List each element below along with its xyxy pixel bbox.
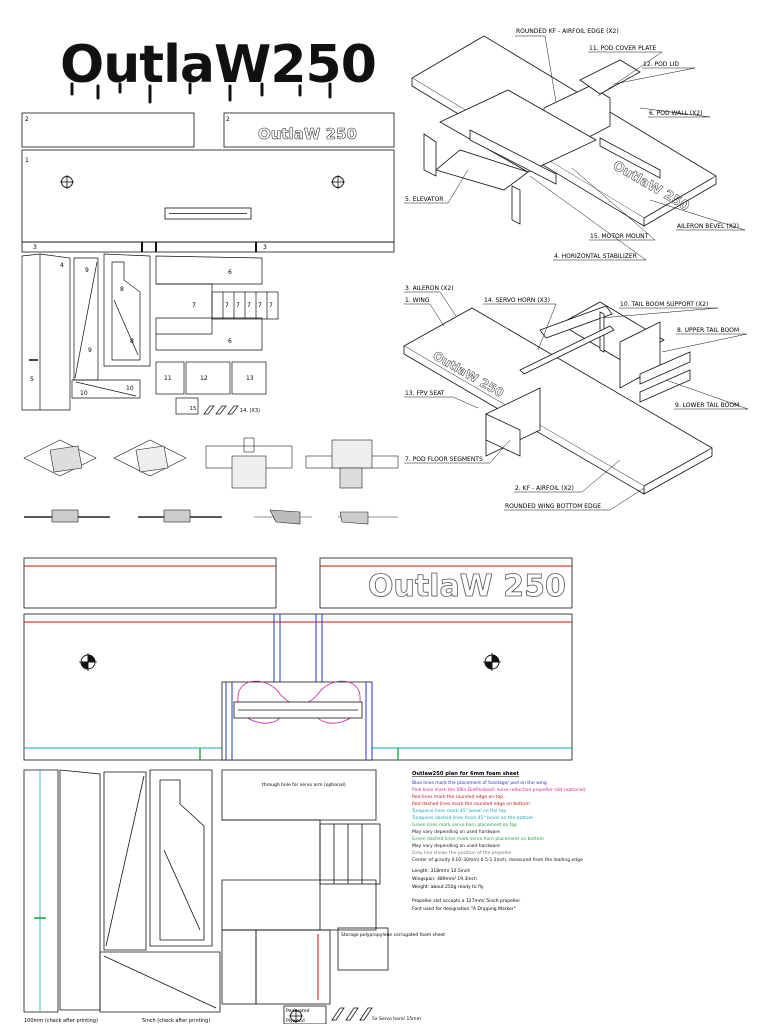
notes-line: Green dashed lines mark servo horn place…: [412, 836, 544, 842]
label-servo-horns: 5x Servo horn/ 15mm: [372, 1016, 421, 1022]
part-label-13: 13: [246, 375, 254, 382]
callout-fpv-seat: 13. FPV SEAT: [405, 390, 445, 397]
iso-view-top: [411, 35, 717, 227]
callout-motor-mount: 15. MOTOR MOUNT: [590, 233, 649, 240]
callout-kf-airfoil: 2. KF - AIRFOIL (X2): [515, 485, 574, 492]
logo-text: OutlaW250: [60, 35, 376, 95]
part-label-2a: 2: [25, 116, 29, 123]
notes-line: Grey line shows the position of the prop…: [412, 850, 512, 856]
part-label-9b: 9: [88, 347, 92, 354]
small-parts-block: [21, 253, 279, 415]
callout-aileron-bevel: AILERON BEVEL (X2): [677, 223, 739, 230]
part-label-7a: 7: [225, 302, 229, 309]
part-label-10a: 10: [80, 390, 88, 397]
fullsize-wing: [23, 613, 573, 761]
callout-pod-lid: 12. POD LID: [643, 61, 679, 68]
part-label-11: 11: [164, 375, 172, 382]
label-servo-hole: through hole for servo arm (optional): [262, 782, 346, 788]
callout-tail-boom-support: 10. TAIL BOOM SUPPORT (X2): [620, 301, 708, 308]
callout-pod-wall: 6. POD WALL (X2): [649, 110, 702, 117]
part-label-3a: 3: [33, 244, 37, 251]
part-label-7c: 7: [247, 302, 251, 309]
part-label-6b: 6: [228, 338, 232, 345]
servo-horns-small: [203, 405, 239, 415]
top-cut-sheet: [21, 112, 395, 253]
plan-notes: Outlaw250 plan for 6mm foam sheet Blue l…: [411, 771, 586, 912]
label-correx: Storage polypropylene corrugated foam sh…: [341, 932, 445, 938]
callout-servo-horn: 14. SERVO HORN (X3): [484, 297, 550, 304]
callout-horizontal-stabilizer: 4. HORIZONTAL STABILIZER: [554, 253, 637, 260]
part-label-6a: 6: [228, 269, 232, 276]
part-label-9a: 9: [85, 267, 89, 274]
callout-lines-bottom: [404, 291, 749, 511]
part-label-2b: 2: [226, 116, 230, 123]
notes-line: Pink lines mark the 59in Dietfenbach noi…: [412, 787, 586, 793]
part-label-7d: 7: [258, 302, 262, 309]
callout-elevator: 5. ELEVATOR: [405, 196, 443, 203]
spec-wingspan: Wingspan: 489mm/ 19.3inch: [412, 876, 477, 882]
notes-line: Center of gravity 0.02-30mm/ 0.5-1.2inch…: [412, 857, 583, 863]
notes-heading: Outlaw250 plan for 6mm foam sheet: [412, 771, 520, 777]
spec-weight: Weight: about 250g ready to fly: [412, 884, 484, 890]
callout-rounded-wing-edge: ROUNDED WING BOTTOM EDGE: [505, 503, 601, 510]
part-label-5: 5: [30, 376, 34, 383]
scale-inch: 5inch (check after printing): [142, 1018, 210, 1024]
part-label-14: 14. (X3): [240, 408, 260, 414]
part-label-1: 1: [25, 157, 29, 164]
part-label-8b: 8: [130, 338, 134, 345]
part-label-7: 7: [192, 302, 196, 309]
callout-lower-tail-boom: 9. LOWER TAIL BOOM: [675, 402, 739, 409]
part-label-3b: 3: [263, 244, 267, 251]
iso-view-bottom: [403, 301, 713, 495]
logo-plate-large: OutlaW 250: [368, 569, 566, 604]
part-label-4: 4: [60, 262, 64, 269]
callout-upper-tail-boom: 8. UPPER TAIL BOOM: [677, 327, 739, 334]
notes-line: May vary depending on used hardware: [412, 843, 500, 849]
callout-rounded-kf: ROUNDED KF - AIRFOIL EDGE (X2): [516, 28, 619, 35]
assembly-sketches: [23, 437, 399, 525]
notes-line: Turquoise dashed lines mark 45° bevel on…: [411, 815, 533, 821]
part-label-15: 15: [190, 406, 196, 412]
notes-line: Green lines mark servo horn placement on…: [412, 822, 517, 828]
notes-line: Blue lines mark the placement of fuselag…: [412, 780, 547, 786]
part-label-7b: 7: [236, 302, 240, 309]
spec-length: Length: 318mm/ 12.5inch: [412, 868, 470, 874]
fullsize-top-panels: [23, 557, 573, 609]
callout-pod-floor-segments: 7. POD FLOOR SEGMENTS: [405, 456, 483, 463]
notes-line: Red lines mark the rounded edge on top: [412, 794, 503, 800]
callout-wing: 1. WING: [405, 297, 430, 304]
scale-mm: 100mm (check after printing): [24, 1018, 98, 1024]
label-plywood: Plywood: [286, 1018, 305, 1024]
part-label-8a: 8: [120, 286, 124, 293]
notes-line: May vary depending on used hardware: [412, 829, 500, 835]
label-perforated: Perforated: [286, 1008, 310, 1014]
note-font: Font used for designation "A Dripping Ma…: [412, 906, 516, 912]
note-propeller-slot: Propeller slot accepts a 127mm/ 5inch pr…: [412, 898, 520, 904]
logo-plate-small: OutlaW 250: [258, 125, 357, 143]
fullsize-cut-pieces: [23, 769, 389, 1025]
notes-line: Red dashed lines mark the rounded edge o…: [412, 801, 530, 807]
part-label-12: 12: [200, 375, 208, 382]
outlaw-logo: OutlaW250: [60, 35, 377, 104]
part-label-7e: 7: [269, 302, 273, 309]
callout-lines-top: [404, 35, 746, 261]
part-label-10b: 10: [126, 385, 134, 392]
notes-lines: Blue lines mark the placement of fuselag…: [411, 780, 586, 863]
callout-aileron: 3. AILERON (X2): [405, 285, 454, 292]
notes-line: Turquoise lines mark 45° bevel on the to…: [411, 808, 506, 814]
callout-pod-cover-plate: 11. POD COVER PLATE: [589, 45, 656, 52]
